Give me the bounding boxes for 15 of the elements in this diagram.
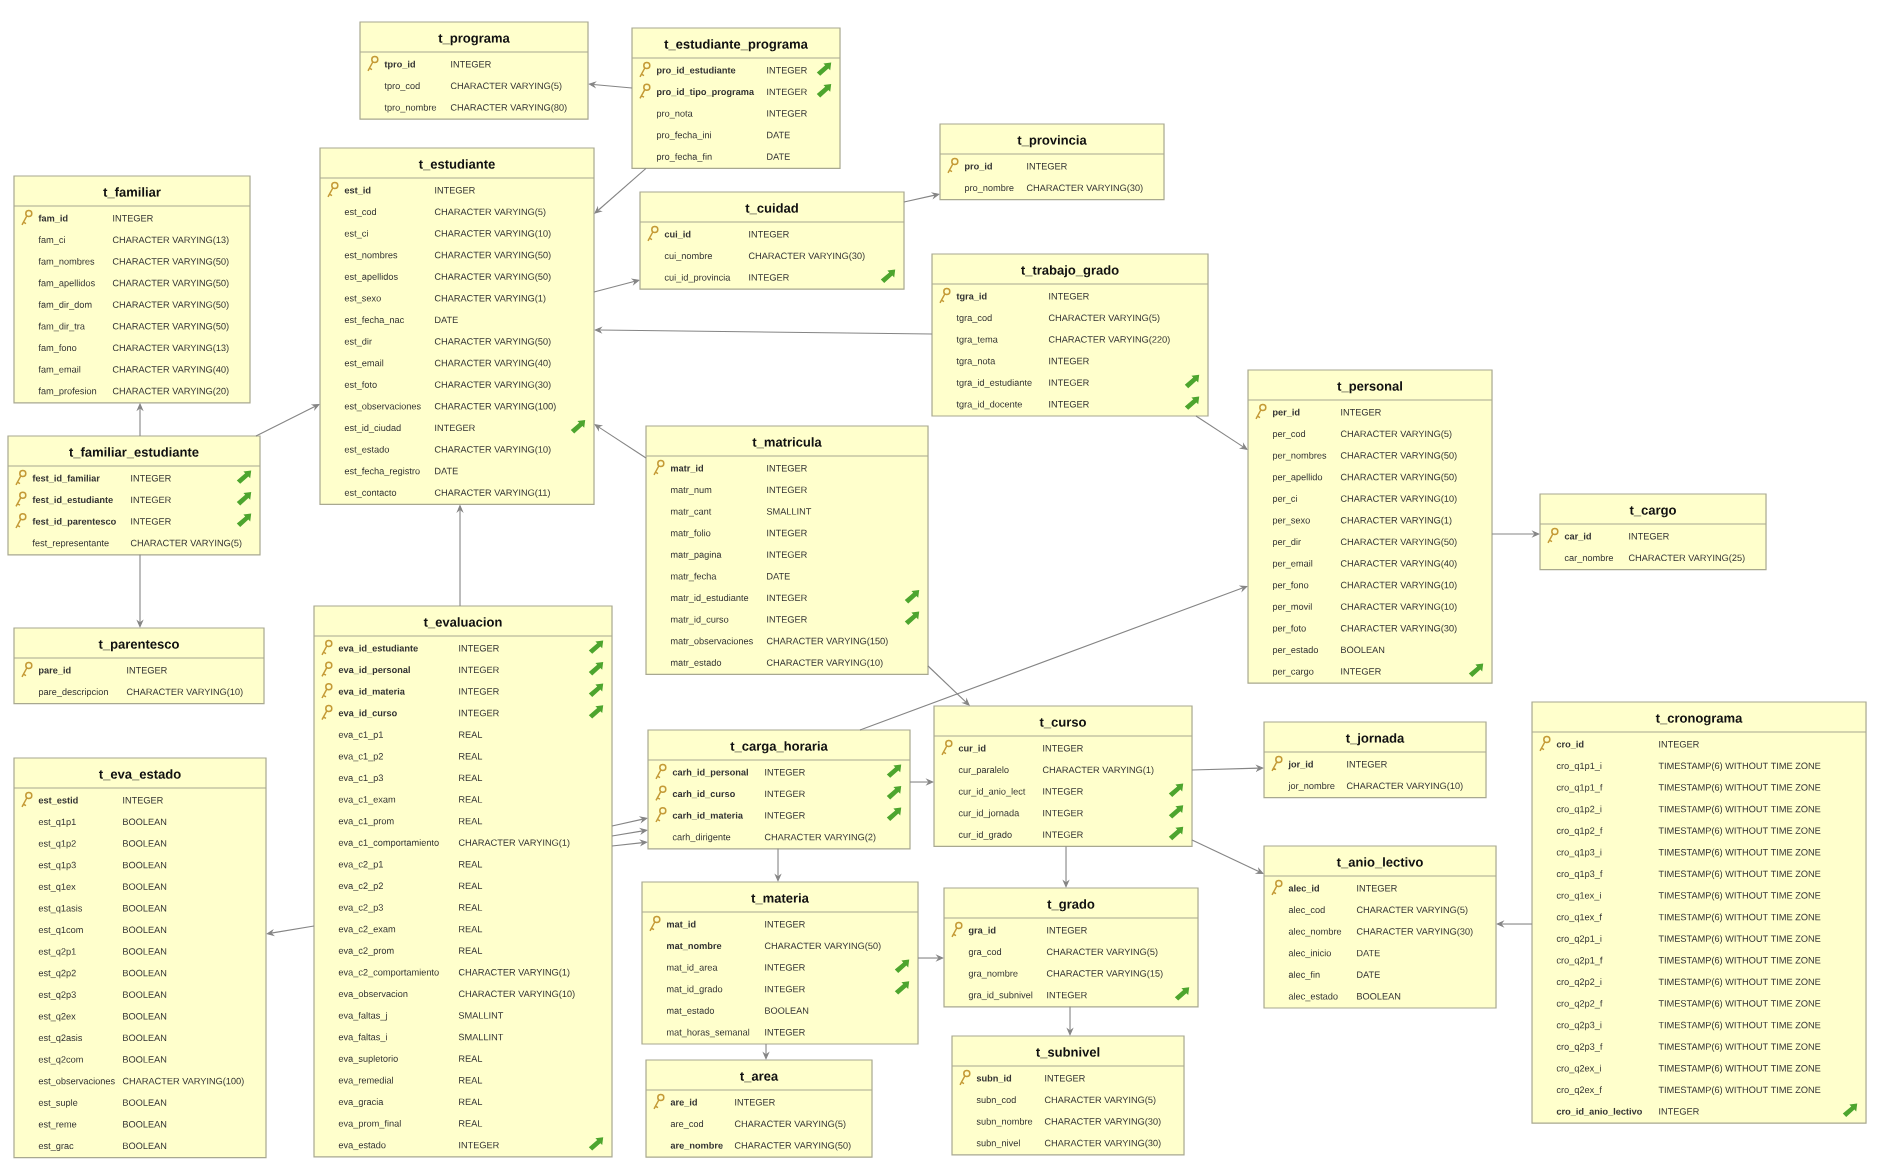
arrow: [1191, 764, 1264, 772]
arrow: [1195, 415, 1248, 450]
arrow: [611, 816, 648, 827]
arrow: [1191, 839, 1264, 874]
arrow: [266, 925, 315, 937]
arrow: [611, 827, 648, 837]
arrow: [588, 81, 633, 89]
arrow: [903, 192, 940, 203]
arrow: [927, 665, 970, 706]
arrow: [594, 167, 647, 214]
arrow: [255, 404, 320, 437]
arrow: [594, 424, 647, 459]
arrow: [593, 278, 640, 293]
arrow: [611, 839, 648, 847]
arrow: [859, 585, 1248, 731]
